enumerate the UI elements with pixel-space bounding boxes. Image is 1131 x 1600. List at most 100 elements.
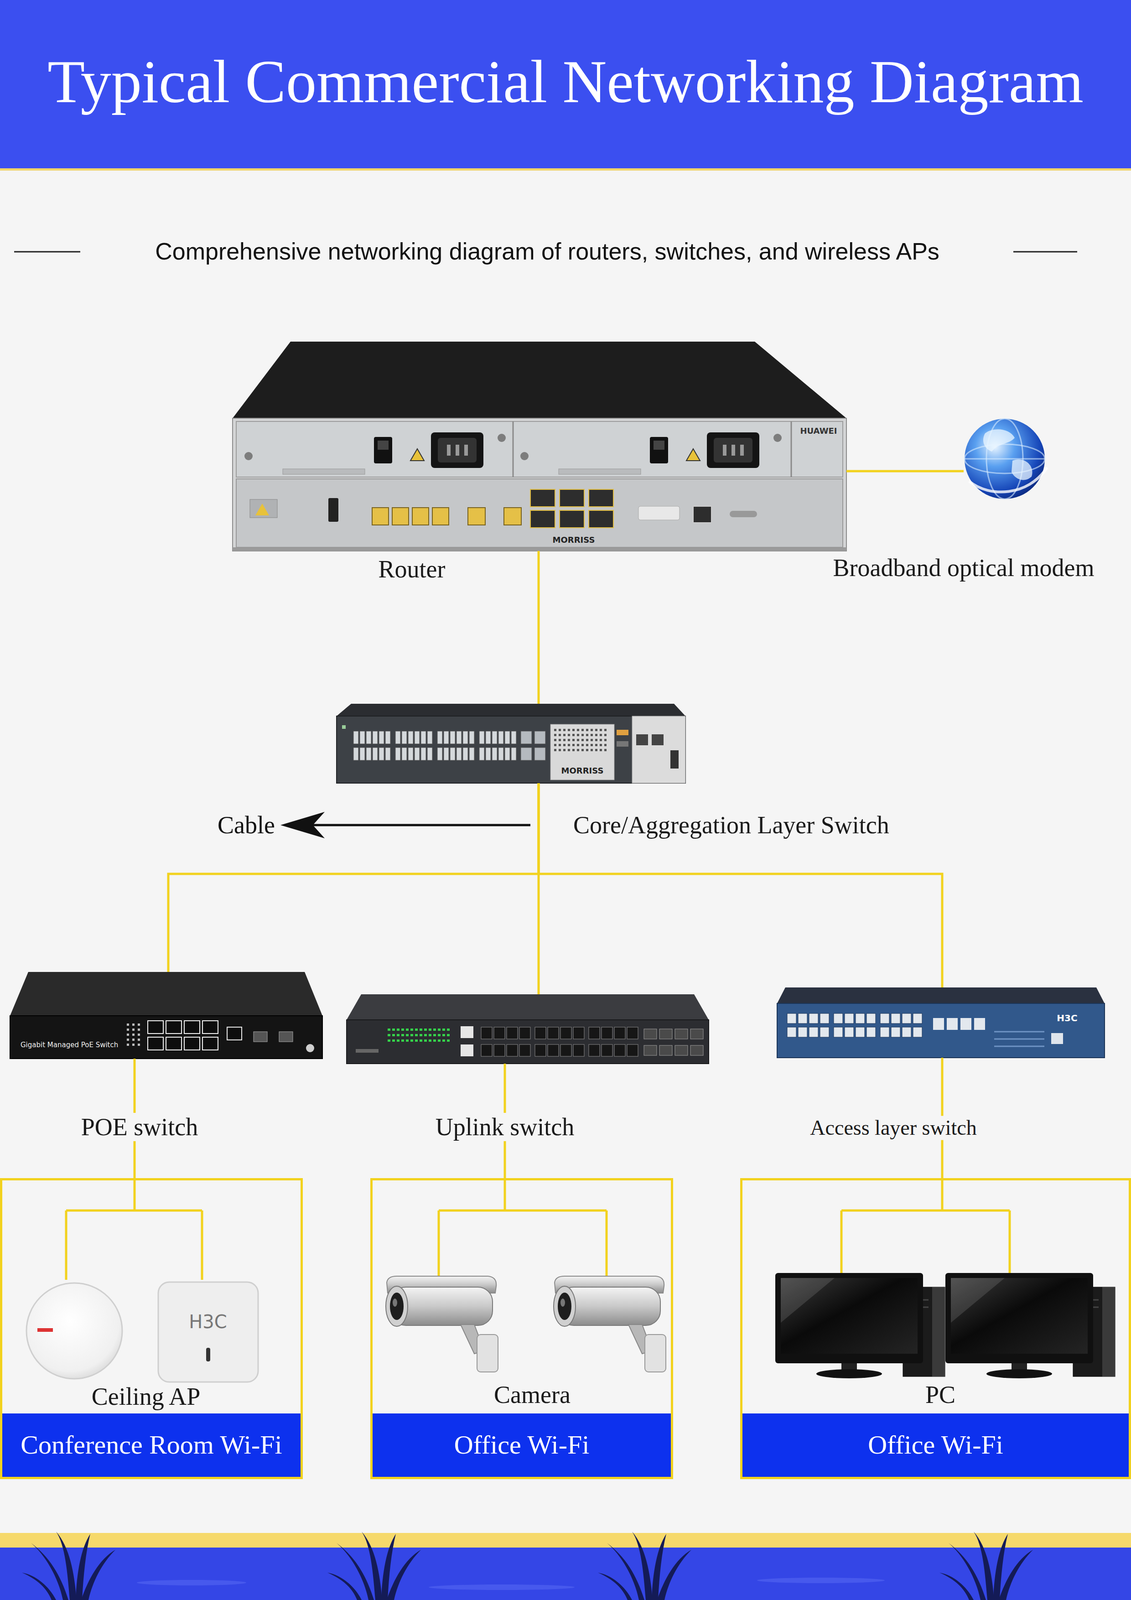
cable-line	[537, 550, 540, 704]
poe-switch-node: POE switch	[10, 971, 323, 1059]
status-led	[396, 1028, 400, 1031]
rj45-port	[359, 731, 365, 744]
sfp-port	[534, 1044, 546, 1057]
status-led	[137, 1023, 141, 1026]
status-led	[401, 1039, 405, 1042]
vent-dot	[554, 728, 557, 732]
status-led	[437, 1033, 441, 1037]
sfp-port	[560, 1027, 572, 1039]
sfp-port	[674, 1045, 688, 1056]
access-switch-node: Access layer switch	[777, 987, 1105, 1058]
sfp-port	[946, 1017, 958, 1030]
status-led	[433, 1033, 436, 1037]
status-led	[132, 1043, 135, 1046]
subtitle-rule	[14, 251, 81, 253]
sfp-port	[519, 1027, 531, 1039]
core-switch-node: Core/Aggregation Layer Switch	[336, 703, 686, 784]
rj45-port	[427, 731, 433, 744]
rj45-port	[372, 731, 378, 744]
poe-switch-illustration	[306, 1043, 315, 1053]
status-led	[126, 1028, 130, 1031]
subtitle-rule	[1013, 251, 1078, 253]
vent-dot	[581, 743, 584, 747]
ceiling-ap-figure	[37, 1328, 53, 1332]
rj45-port	[184, 1020, 200, 1034]
rj45-port	[414, 731, 420, 744]
sfp-port	[601, 1044, 613, 1057]
rj45-port	[651, 734, 664, 746]
rj45-port	[809, 1027, 819, 1038]
rj45-port	[366, 731, 372, 744]
access-switch-illustration	[994, 1031, 1045, 1033]
rj45-port	[833, 1013, 843, 1024]
footer-band	[939, 1531, 1033, 1600]
rj45-port	[844, 1013, 854, 1024]
rj45-port	[147, 1020, 218, 1050]
rj45-port	[385, 731, 391, 744]
vent-dot	[586, 728, 589, 732]
watermark: MORRISS	[560, 766, 606, 776]
vent-dot	[563, 743, 566, 747]
status-led	[419, 1039, 423, 1042]
uplink-switch-illustration	[346, 994, 709, 1064]
vent-dot	[572, 743, 575, 747]
footer-band	[0, 1531, 1131, 1600]
rj45-port	[559, 489, 585, 507]
status-led	[433, 1028, 436, 1031]
sfp-port	[392, 507, 409, 525]
rj45-port	[147, 1020, 164, 1034]
core-switch-illustration	[336, 715, 686, 784]
device-panel: PCOffice Wi-Fi	[740, 1177, 1131, 1479]
status-led	[132, 1028, 135, 1031]
device-label: Uplink switch	[430, 1112, 581, 1142]
illustration	[775, 1272, 945, 1379]
rj45-port	[530, 489, 556, 507]
header-band	[0, 0, 1131, 169]
router-illustration	[328, 498, 339, 522]
status-led	[446, 1033, 450, 1037]
footer-band	[597, 1531, 692, 1600]
sfp-port	[506, 1044, 518, 1057]
status-led	[405, 1039, 409, 1042]
core-switch-illustration	[550, 724, 615, 780]
router-illustration	[232, 341, 847, 419]
status-led	[401, 1028, 405, 1031]
vent-dot	[572, 728, 575, 732]
status-led	[132, 1038, 135, 1041]
sfp-port	[933, 1017, 945, 1030]
router-illustration	[512, 421, 514, 478]
rj45-port	[902, 1013, 912, 1024]
device-label: Ceiling AP	[91, 1382, 201, 1411]
vent-dot	[576, 728, 580, 732]
sfp-port	[659, 1045, 673, 1056]
rj45-port	[450, 747, 456, 761]
rj45-port	[456, 747, 462, 761]
rj45-port	[787, 1013, 923, 1038]
rj45-port	[437, 731, 443, 744]
core-switch-illustration	[336, 703, 686, 716]
globe-icon	[964, 458, 1045, 460]
rj45-port	[408, 731, 414, 744]
status-led	[392, 1028, 395, 1031]
wall-ap-figure	[158, 1281, 259, 1382]
vent-dot	[558, 748, 561, 752]
vent-dot	[604, 733, 607, 737]
sfp-port	[690, 1045, 704, 1056]
rj45-port	[588, 489, 614, 507]
modem-node: Broadband optical modem	[963, 417, 1046, 500]
rj45-port	[166, 1020, 182, 1034]
status-led	[396, 1033, 400, 1037]
vent-dot	[599, 738, 602, 742]
vent-dot	[563, 748, 566, 752]
vent-dot	[595, 728, 598, 732]
vent-dot	[558, 738, 561, 742]
rj45-port	[385, 747, 391, 761]
uplink-switch-illustration	[346, 1019, 709, 1064]
status-led	[405, 1028, 409, 1031]
poe-switch-illustration	[227, 1027, 242, 1040]
globe-icon	[969, 467, 1048, 493]
sfp-port	[534, 747, 546, 761]
vent-dot	[576, 733, 580, 737]
rj45-port	[366, 747, 372, 761]
rj45-port	[479, 747, 485, 761]
